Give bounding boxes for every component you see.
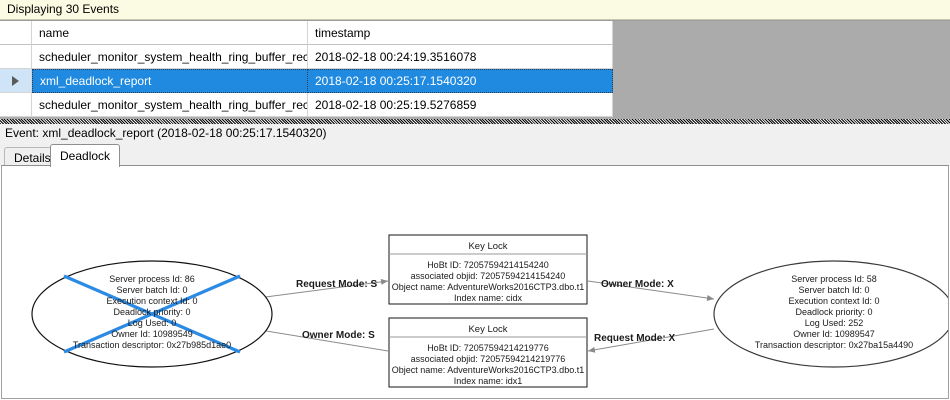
row-timestamp-cell[interactable]: 2018-02-18 00:24:19.3516078 — [308, 45, 613, 69]
top-key-lock-line-3: Index name: cidx — [454, 293, 523, 303]
left-process-line-6: Transaction descriptor: 0x27b985d1ae0 — [73, 340, 231, 350]
row-timestamp-cell[interactable]: 2018-02-18 00:25:17.1540320 — [308, 69, 613, 93]
victim-cross-icon — [63, 274, 241, 354]
bottom-key-lock-line-0: HoBt ID: 72057594214219776 — [427, 343, 549, 353]
process-node-right[interactable]: Server process Id: 58 Server batch Id: 0… — [713, 260, 948, 368]
tab-details[interactable]: Details — [4, 147, 61, 167]
right-process-line-0: Server process Id: 58 — [791, 274, 877, 284]
right-process-line-6: Transaction descriptor: 0x27ba15a4490 — [755, 340, 913, 350]
left-process-line-0: Server process Id: 86 — [109, 274, 195, 284]
left-process-line-2: Execution context Id: 0 — [106, 296, 197, 306]
event-detail-title: Event: xml_deadlock_report (2018-02-18 0… — [5, 126, 327, 140]
right-process-line-3: Deadlock priority: 0 — [795, 307, 872, 317]
top-key-lock-line-0: HoBt ID: 72057594214154240 — [427, 260, 549, 270]
row-name-cell[interactable]: scheduler_monitor_system_health_ring_buf… — [32, 93, 308, 117]
bottom-key-lock-line-3: Index name: idx1 — [454, 376, 523, 386]
left-process-line-4: Log Used: 0 — [128, 318, 177, 328]
left-process-line-5: Owner Id: 10989549 — [111, 329, 193, 339]
table-row[interactable]: scheduler_monitor_system_health_ring_buf… — [0, 93, 613, 117]
tab-deadlock[interactable]: Deadlock — [50, 144, 121, 167]
table-row-selected[interactable]: xml_deadlock_report 2018-02-18 00:25:17.… — [0, 69, 613, 93]
edge-right-request-bottom — [587, 328, 715, 353]
row-selector-cell[interactable] — [0, 69, 32, 93]
left-process-line-3: Deadlock priority: 0 — [113, 307, 190, 317]
event-detail-header: Event: xml_deadlock_report (2018-02-18 0… — [0, 124, 950, 143]
resource-node-bottom-key-lock[interactable]: Key Lock HoBt ID: 72057594214219776 asso… — [388, 317, 588, 388]
edge-label-owner-mode-s: Owner Mode: S — [302, 330, 375, 341]
edge-top-owner-right — [587, 280, 715, 301]
row-selector-cell[interactable] — [0, 93, 32, 117]
row-timestamp-cell[interactable]: 2018-02-18 00:25:19.5276859 — [308, 93, 613, 117]
process-node-left[interactable]: Server process Id: 86 Server batch Id: 0… — [31, 260, 273, 368]
row-selector-cell[interactable] — [0, 45, 32, 69]
grid-header-row: name timestamp — [0, 21, 613, 45]
grid-header-timestamp[interactable]: timestamp — [308, 21, 613, 45]
top-key-lock-line-2: Object name: AdventureWorks2016CTP3.dbo.… — [392, 282, 584, 292]
top-key-lock-line-1: associated objid: 72057594214154240 — [411, 271, 566, 281]
tabstrip: Details Deadlock — [0, 143, 950, 167]
right-process-line-2: Execution context Id: 0 — [788, 296, 879, 306]
edge-label-owner-mode-x: Owner Mode: X — [601, 279, 674, 290]
right-process-line-1: Server batch Id: 0 — [798, 285, 869, 295]
bottom-key-lock-title: Key Lock — [468, 324, 507, 335]
table-row[interactable]: scheduler_monitor_system_health_ring_buf… — [0, 45, 613, 69]
pane-splitter[interactable] — [0, 119, 950, 124]
grid-header-name[interactable]: name — [32, 21, 308, 45]
edge-label-request-mode-x: Request Mode: X — [594, 333, 675, 344]
right-process-line-5: Owner Id: 10989547 — [793, 329, 875, 339]
bottom-key-lock-line-1: associated objid: 72057594214219776 — [411, 354, 566, 364]
bottom-key-lock-line-2: Object name: AdventureWorks2016CTP3.dbo.… — [392, 365, 584, 375]
row-name-cell[interactable]: scheduler_monitor_system_health_ring_buf… — [32, 45, 308, 69]
events-grid[interactable]: name timestamp scheduler_monitor_system_… — [0, 20, 950, 119]
deadlock-graph-canvas[interactable]: Request Mode: S Owner Mode: X Owner Mode… — [1, 165, 949, 399]
row-name-cell[interactable]: xml_deadlock_report — [32, 69, 308, 93]
grid-header-selector — [0, 21, 32, 45]
edge-bottom-owner-left — [253, 327, 389, 352]
right-process-line-4: Log Used: 252 — [805, 318, 864, 328]
events-caption-bar: Displaying 30 Events — [0, 0, 950, 20]
events-count-label: Displaying 30 Events — [7, 2, 120, 16]
edge-left-request-top — [249, 278, 389, 300]
resource-node-top-key-lock[interactable]: Key Lock HoBt ID: 72057594214154240 asso… — [388, 234, 588, 305]
top-key-lock-title: Key Lock — [468, 241, 507, 252]
row-arrow-icon — [12, 75, 19, 86]
edge-label-request-mode-s: Request Mode: S — [296, 279, 377, 290]
left-process-line-1: Server batch Id: 0 — [116, 285, 187, 295]
